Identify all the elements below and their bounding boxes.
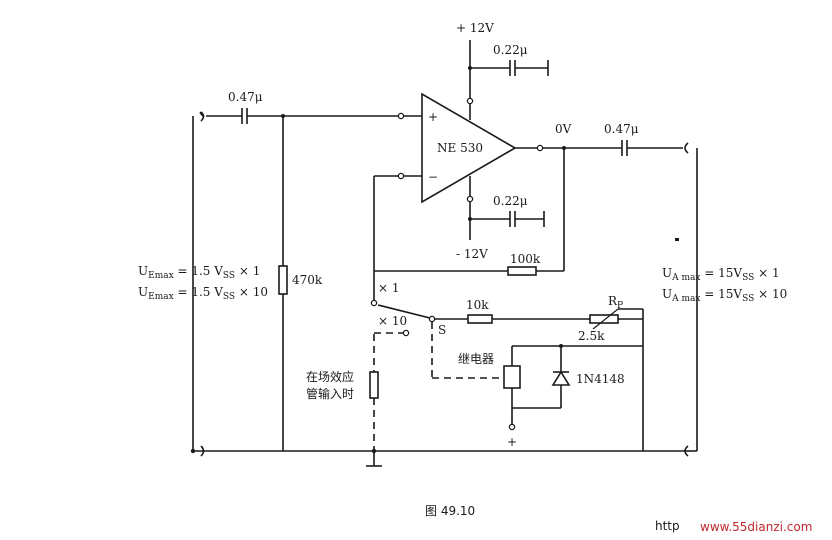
noninv-node [397,112,405,120]
c-top-label: 0.22μ [493,43,528,57]
diode-node [559,344,563,348]
rp-arrow [592,308,619,330]
resistor-100k [507,266,537,276]
rp-value-label: 2.5k [578,329,605,343]
watermark-right: www.55dianzi.com [700,520,812,534]
output-spec-line1: UA max = 15VSS × 1 [662,266,780,283]
resistor-rp [589,314,619,324]
relay-coil [503,365,521,389]
node-470k [281,114,285,118]
r-in-label: 470k [292,273,323,287]
x10-label: × 10 [378,314,407,328]
diode-label: 1N4148 [576,372,625,386]
x10-contact [402,329,410,337]
r-fb-label: 100k [510,252,541,266]
input-spec-line2: UEmax = 1.5 VSS × 10 [138,285,268,302]
opamp-plus: + [428,110,438,124]
vpos-label: + 12V [456,21,494,35]
output-terminal-bottom [684,445,689,457]
switch-pivot [428,315,436,323]
fet-note-line2: 管输入时 [306,386,354,401]
opamp-triangle [421,92,517,204]
input-terminal-top-arc [200,111,205,122]
out-node-label: 0V [555,122,572,136]
inv-node [397,172,405,180]
output-spec-line2: UA max = 15VSS × 10 [662,287,787,304]
vneg-label: - 12V [456,247,488,261]
switch-label: S [438,323,446,337]
fb-node [562,146,566,150]
relay-label: 继电器 [458,352,494,366]
c-in-label: 0.47μ [228,90,263,104]
vpos-pin [466,97,474,105]
opamp-minus: − [428,170,438,184]
diode-symbol [551,370,571,386]
x1-contact [370,299,378,307]
opamp-label: NE 530 [437,141,483,155]
watermark-left: http [655,519,680,533]
c-bottom-label: 0.22μ [493,194,528,208]
speck [675,238,679,241]
r-gain-label: 10k [466,298,489,312]
resistor-10k [467,314,493,324]
input-spec-line1: UEmax = 1.5 VSS × 1 [138,264,260,281]
resistor-470k [278,265,288,295]
x1-label: × 1 [378,281,400,295]
switch-blade [377,304,431,319]
fet-note-line1: 在场效应 [306,369,354,384]
vneg-pin [466,195,474,203]
output-terminal-top [684,142,689,154]
c-out-label: 0.47μ [604,122,639,136]
out-pin [536,144,544,152]
rp-label: RP [608,294,623,311]
plus-label: + [507,435,517,449]
figure-caption: 图 49.10 [425,504,475,518]
resistor-fet [369,371,379,399]
plus-terminal [508,423,516,431]
